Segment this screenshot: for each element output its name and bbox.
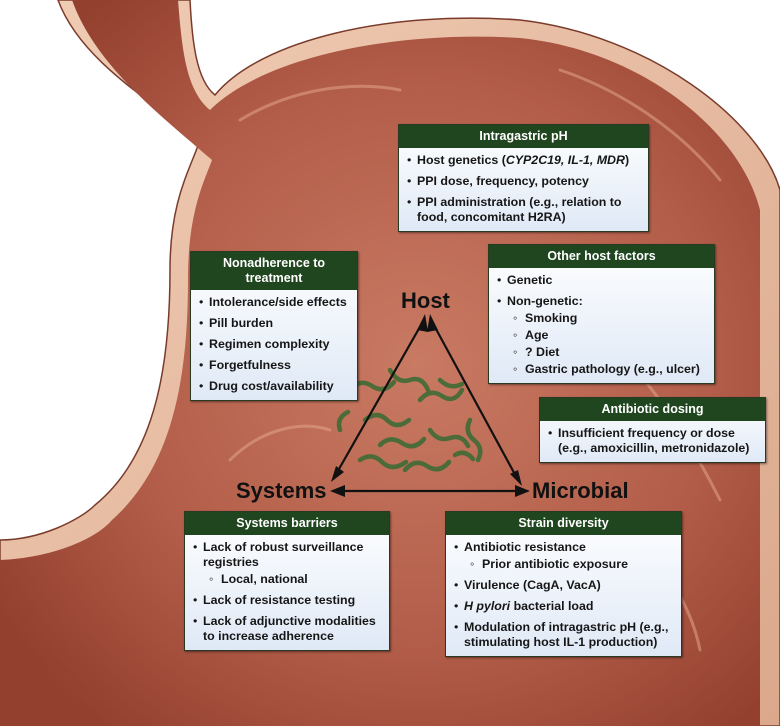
systems-barriers-title: Systems barriers	[185, 512, 389, 535]
other-host-subitem: Age	[497, 328, 706, 343]
nonadherence-item: Drug cost/availability	[199, 379, 349, 394]
antibiotic-dosing-box: Antibiotic dosing Insufficient frequency…	[539, 397, 766, 463]
systems-barriers-item: Lack of robust surveillance registries	[193, 540, 381, 570]
strain-diversity-item: H pylori bacterial load	[454, 599, 673, 614]
strain-diversity-item: Antibiotic resistance	[454, 540, 673, 555]
strain-diversity-title: Strain diversity	[446, 512, 681, 535]
strain-diversity-box: Strain diversity Antibiotic resistance P…	[445, 511, 682, 657]
systems-barriers-box: Systems barriers Lack of robust surveill…	[184, 511, 390, 651]
intragastric-ph-item: PPI dose, frequency, potency	[407, 174, 640, 189]
nonadherence-item: Forgetfulness	[199, 358, 349, 373]
host-node: Host	[401, 288, 450, 313]
other-host-item: Non-genetic:	[497, 294, 706, 309]
intragastric-ph-item: PPI administration (e.g., relation to fo…	[407, 195, 640, 225]
intragastric-ph-title: Intragastric pH	[399, 125, 648, 148]
other-host-subitem: Gastric pathology (e.g., ulcer)	[497, 362, 706, 377]
microbial-node: Microbial	[532, 478, 629, 503]
strain-diversity-subitem: Prior antibiotic exposure	[454, 557, 673, 572]
strain-diversity-item: Virulence (CagA, VacA)	[454, 578, 673, 593]
systems-node: Systems	[236, 478, 327, 503]
nonadherence-title: Nonadherence to treatment	[191, 252, 357, 290]
other-host-item: Genetic	[497, 273, 706, 288]
intragastric-ph-box: Intragastric pH Host genetics (CYP2C19, …	[398, 124, 649, 232]
other-host-subitem: ? Diet	[497, 345, 706, 360]
antibiotic-dosing-title: Antibiotic dosing	[540, 398, 765, 421]
intragastric-ph-item: Host genetics (CYP2C19, IL-1, MDR)	[407, 153, 640, 168]
antibiotic-dosing-item: Insufficient frequency or dose (e.g., am…	[548, 426, 757, 456]
nonadherence-box: Nonadherence to treatment Intolerance/si…	[190, 251, 358, 401]
systems-barriers-item: Lack of adjunctive modalities to increas…	[193, 614, 381, 644]
nonadherence-item: Intolerance/side effects	[199, 295, 349, 310]
other-host-subitem: Smoking	[497, 311, 706, 326]
other-host-factors-title: Other host factors	[489, 245, 714, 268]
nonadherence-item: Regimen complexity	[199, 337, 349, 352]
other-host-factors-box: Other host factors Genetic Non-genetic: …	[488, 244, 715, 384]
triangle-arrows	[330, 314, 530, 497]
strain-diversity-item: Modulation of intragastric pH (e.g., sti…	[454, 620, 673, 650]
nonadherence-item: Pill burden	[199, 316, 349, 331]
systems-barriers-subitem: Local, national	[193, 572, 381, 587]
systems-barriers-item: Lack of resistance testing	[193, 593, 381, 608]
